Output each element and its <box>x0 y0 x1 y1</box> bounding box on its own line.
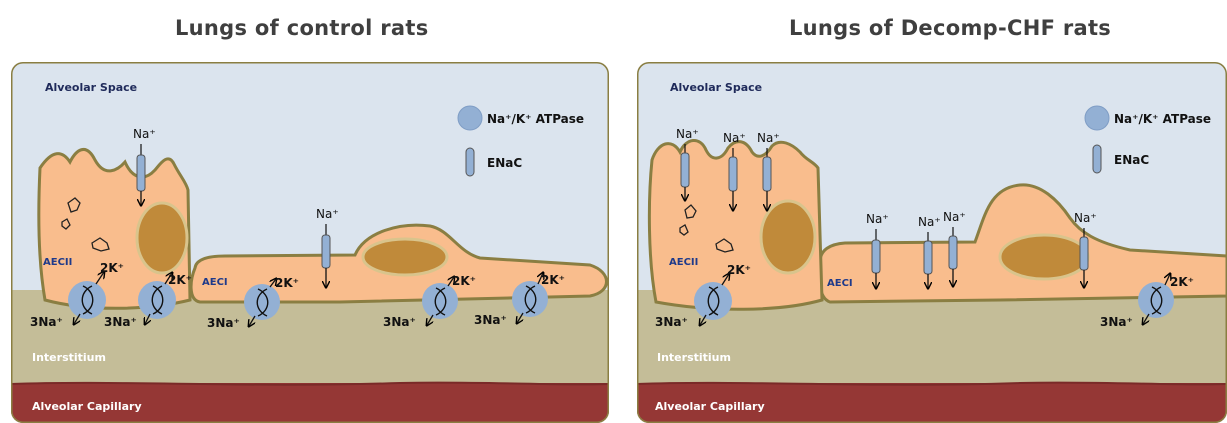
legend-channel-icon <box>466 148 474 176</box>
aeci-label: AECI <box>202 277 228 288</box>
svg-text:3Na⁺: 3Na⁺ <box>1100 315 1133 329</box>
aeci-label: AECI <box>827 278 853 289</box>
svg-text:2K⁺: 2K⁺ <box>541 273 565 287</box>
legend-channel-label: ENaC <box>1114 153 1149 167</box>
svg-text:Na⁺: Na⁺ <box>316 207 339 221</box>
svg-text:Na⁺: Na⁺ <box>676 127 699 141</box>
interstitium-label: Interstitium <box>32 351 106 364</box>
interstitium-label: Interstitium <box>657 351 731 364</box>
aecii-nucleus <box>137 203 187 273</box>
svg-text:Na⁺: Na⁺ <box>943 210 966 224</box>
svg-text:3Na⁺: 3Na⁺ <box>383 315 416 329</box>
legend-pump-icon <box>1085 106 1109 130</box>
svg-text:3Na⁺: 3Na⁺ <box>104 315 137 329</box>
svg-text:2K⁺: 2K⁺ <box>100 261 124 275</box>
alveolar-space-label: Alveolar Space <box>45 81 137 94</box>
aecii-nucleus <box>761 201 815 273</box>
svg-text:3Na⁺: 3Na⁺ <box>474 313 507 327</box>
svg-text:2K⁺: 2K⁺ <box>168 273 192 287</box>
svg-text:2K⁺: 2K⁺ <box>1170 275 1194 289</box>
svg-text:2K⁺: 2K⁺ <box>452 274 476 288</box>
svg-text:3Na⁺: 3Na⁺ <box>207 316 240 330</box>
svg-text:Na⁺: Na⁺ <box>723 131 746 145</box>
svg-text:3Na⁺: 3Na⁺ <box>655 315 688 329</box>
alveolar-space-label: Alveolar Space <box>670 81 762 94</box>
svg-text:Na⁺: Na⁺ <box>1074 211 1097 225</box>
legend-pump-label: Na⁺/K⁺ ATPase <box>1114 112 1211 126</box>
legend-channel-label: ENaC <box>487 156 522 170</box>
aeci-nucleus <box>363 239 447 275</box>
legend-pump-icon <box>458 106 482 130</box>
aecii-label: AECII <box>669 257 698 268</box>
svg-text:Na⁺: Na⁺ <box>866 212 889 226</box>
svg-text:3Na⁺: 3Na⁺ <box>30 315 63 329</box>
aeci-nucleus <box>1000 235 1088 279</box>
svg-text:Na⁺: Na⁺ <box>133 127 156 141</box>
svg-text:Na⁺: Na⁺ <box>918 215 941 229</box>
legend-pump-label: Na⁺/K⁺ ATPase <box>487 112 584 126</box>
capillary-label: Alveolar Capillary <box>32 400 142 413</box>
aecii-label: AECII <box>43 257 72 268</box>
svg-text:2K⁺: 2K⁺ <box>275 276 299 290</box>
svg-text:Na⁺: Na⁺ <box>757 131 780 145</box>
svg-text:2K⁺: 2K⁺ <box>727 263 751 277</box>
legend-channel-icon <box>1093 145 1101 173</box>
capillary-label: Alveolar Capillary <box>655 400 765 413</box>
